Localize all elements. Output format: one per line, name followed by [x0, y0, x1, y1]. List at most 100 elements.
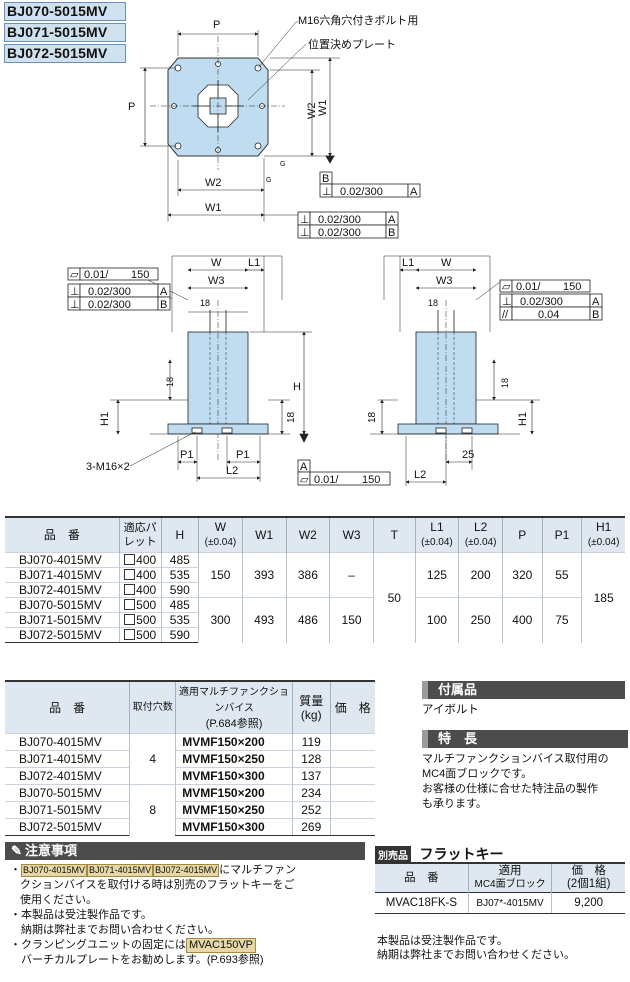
col-vise: 適用マルチファンクションバイス: [179, 687, 290, 714]
cell-price: [329, 818, 375, 836]
cell-pallet: 500: [136, 628, 157, 642]
datum-b-ref: B: [388, 227, 395, 239]
cell-vise: MVMF150×300: [175, 767, 293, 785]
flat-symbol: ⏥: [300, 474, 309, 486]
dim-w2-label: W2: [306, 103, 318, 120]
col-w-tol: (±0.04): [204, 537, 237, 548]
accessory-title: 付属品: [422, 681, 625, 699]
dim-25: 25: [462, 449, 474, 461]
dim-18: 18: [367, 411, 378, 423]
cell-price: [329, 784, 375, 802]
perp-tolerance: 0.02/300: [318, 227, 361, 239]
flat-key-note: 本製品は受注製作品です。: [377, 935, 508, 947]
caution-text: ・本製品は受注製作品です。: [10, 909, 152, 921]
dim-w-label: W: [211, 257, 222, 269]
dim-h1-label: H1: [517, 412, 529, 426]
perp-tolerance: 0.02/300: [520, 296, 563, 308]
dim-l1-label: L1: [402, 257, 414, 269]
col-mass-unit: (kg): [300, 707, 322, 722]
front-view-right: [370, 255, 540, 486]
datum-b-ref: B: [592, 309, 599, 321]
col-h1: H1: [595, 520, 612, 534]
table-row: BJ071-5015MV MVMF150×250 252: [5, 801, 375, 819]
cell-model: BJ072-4015MV: [5, 582, 120, 598]
cell-faces: 8: [129, 784, 176, 836]
model-tags: BJ070-5015MV BJ071-5015MV BJ072-5015MV: [4, 2, 126, 65]
flat-length: 150: [362, 474, 380, 486]
col-faces: 取付穴数: [129, 681, 176, 734]
fit-18: 18: [500, 378, 510, 388]
cell-p1: 75: [541, 597, 582, 643]
dim-w1-label: W1: [317, 100, 329, 117]
flat-key-notes: 本製品は受注製作品です。 納期は弊社までお問い合わせください。: [377, 934, 627, 962]
cell-vise: MVMF150×250: [175, 750, 293, 768]
table-row: BJ071-4015MV MVMF150×250 128: [5, 750, 375, 768]
cell-h: 535: [160, 567, 199, 583]
perp-tolerance: 0.02/300: [318, 214, 361, 226]
flat-length: 150: [131, 269, 149, 281]
caution-tag: BJ070-4015MV: [21, 864, 88, 877]
plate-note: 位置決めプレート: [308, 37, 396, 51]
cell-w2: 486: [285, 597, 330, 643]
dim-w1-label: W1: [205, 202, 222, 214]
dim-p-label: P: [128, 101, 135, 113]
cell-mass: 234: [291, 784, 331, 802]
table-row: BJ072-4015MV MVMF150×300 137: [5, 767, 375, 785]
cell-model: BJ071-5015MV: [5, 801, 130, 819]
table-row: BJ072-4015MV 400 590: [5, 582, 625, 598]
table-row: BJ071-5015MV 500 535: [5, 612, 625, 628]
fit-18: 18: [165, 377, 175, 387]
g-mark: G: [266, 177, 271, 184]
cell-price: [329, 733, 375, 751]
model-tag: BJ071-5015MV: [4, 23, 126, 42]
cell-w1: 493: [241, 597, 287, 643]
col-applicable: 適用: [498, 865, 522, 877]
cell-mass: 252: [291, 801, 331, 819]
col-t: T: [372, 517, 416, 553]
perp-symbol: ⊥: [70, 299, 80, 311]
accessory-section: 付属品 アイボルト: [422, 681, 625, 718]
features-line: マルチファンクションバイス取付用の: [422, 753, 609, 765]
dim-w3-label: W3: [436, 275, 453, 287]
flat-key-title: フラットキー: [419, 846, 504, 862]
features-line: MC4面ブロックです。: [422, 768, 533, 780]
col-l2: L2: [473, 520, 488, 534]
caution-text: ・クランピングユニットの固定には: [10, 939, 186, 951]
col-model: 品 番: [5, 681, 130, 734]
features-line: お客様の仕様に合せた特注品の製作: [422, 783, 598, 795]
cell-vise: MVMF150×200: [175, 784, 293, 802]
cell-model: MVAC18FK-S: [375, 892, 469, 914]
caution-text: クションバイスを取付ける時は別売のフラットキーをご: [20, 879, 295, 891]
table-row: MVAC18FK-S BJ07*-4015MV 9,200: [375, 892, 625, 914]
cell-model: BJ070-4015MV: [5, 733, 130, 751]
col-l1: L1: [430, 520, 444, 534]
caution-text: にマルチファン: [219, 864, 297, 876]
table-row: BJ070-4015MV 400 485 150 393 386 – 50 12…: [5, 552, 625, 643]
flat-tolerance: 0.01/: [516, 281, 541, 293]
col-vise-ref: (P.684参照): [205, 718, 263, 730]
col-w1: W1: [241, 517, 287, 553]
cell-model: BJ072-5015MV: [5, 818, 130, 836]
cell-model: BJ071-4015MV: [5, 567, 120, 583]
col-h: H: [160, 517, 199, 553]
cell-pallet: 400: [136, 583, 157, 597]
perp-tolerance: 0.02/300: [88, 299, 131, 311]
table-row: BJ072-5015MV MVMF150×300 269: [5, 818, 375, 836]
table-row: BJ070-5015MV 8 MVMF150×200 234: [5, 784, 375, 836]
col-w3: W3: [329, 517, 374, 553]
cell-model: BJ070-4015MV: [5, 552, 120, 568]
g-mark: G: [280, 161, 285, 168]
col-p: P: [502, 517, 543, 553]
table-row: BJ070-4015MV 4 MVMF150×200 119: [5, 733, 375, 785]
caution-header: ✎注意事項: [5, 842, 365, 860]
table-row: BJ071-4015MV 400 535: [5, 567, 625, 583]
flat-key-note: 納期は弊社までお問い合わせください。: [377, 949, 575, 961]
dim-l1-label: L1: [248, 257, 260, 269]
col-h1-tol: (±0.04): [587, 537, 620, 548]
cell-pallet: 500: [136, 613, 157, 627]
caution-text: 使用ください。: [20, 894, 97, 906]
vise-table: 品 番 取付穴数 適用マルチファンクションバイス(P.684参照) 質量(kg)…: [5, 680, 375, 836]
cell-price: 9,200: [551, 892, 625, 914]
cell-w3: –: [329, 552, 374, 598]
